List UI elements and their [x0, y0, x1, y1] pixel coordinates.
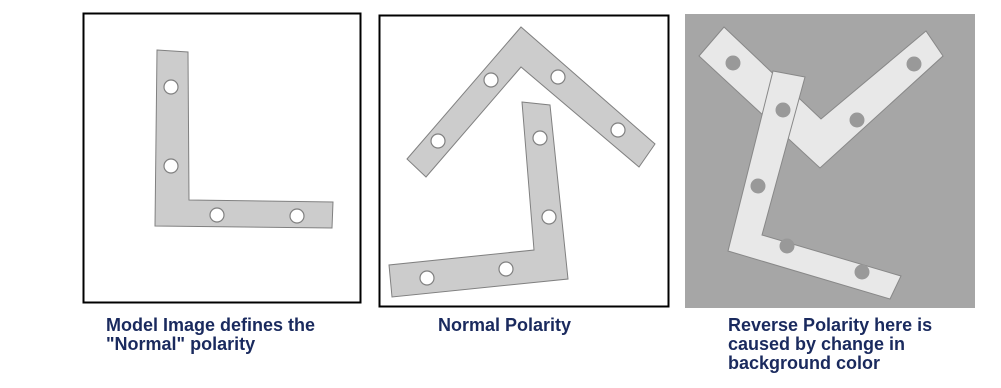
bracket-hole — [483, 72, 499, 88]
bracket-hole — [163, 79, 179, 95]
bracket-hole — [775, 102, 791, 118]
bracket-hole — [725, 55, 741, 71]
panel-background — [82, 12, 362, 304]
bracket-body — [154, 49, 334, 229]
bracket-hole — [498, 261, 514, 277]
l-bracket-part — [388, 101, 569, 298]
model-image-panel — [82, 12, 362, 304]
l-bracket-part — [154, 49, 334, 229]
bracket-hole — [750, 178, 766, 194]
bracket-hole — [779, 238, 795, 254]
bracket-hole — [532, 130, 548, 146]
bracket-hole — [209, 207, 225, 223]
normal-polarity-panel — [378, 14, 670, 308]
bracket-body — [727, 70, 902, 300]
bracket-hole — [906, 56, 922, 72]
v-bracket-part — [406, 26, 656, 178]
bracket-hole — [550, 69, 566, 85]
bracket-hole — [849, 112, 865, 128]
bracket-body — [388, 101, 569, 298]
l-bracket-part — [727, 70, 902, 300]
normal-polarity-caption: Normal Polarity — [438, 315, 572, 335]
reverse-polarity-panel — [685, 14, 975, 308]
reverse-polarity-caption: Reverse Polarity here is caused by chang… — [728, 315, 933, 373]
model-image-caption: Model Image defines the "Normal" polarit… — [106, 315, 316, 354]
bracket-hole — [610, 122, 626, 138]
bracket-hole — [430, 133, 446, 149]
bracket-hole — [163, 158, 179, 174]
bracket-body — [698, 26, 944, 169]
bracket-hole — [541, 209, 557, 225]
bracket-hole — [289, 208, 305, 224]
bracket-hole — [419, 270, 435, 286]
bracket-body — [406, 26, 656, 178]
bracket-hole — [854, 264, 870, 280]
